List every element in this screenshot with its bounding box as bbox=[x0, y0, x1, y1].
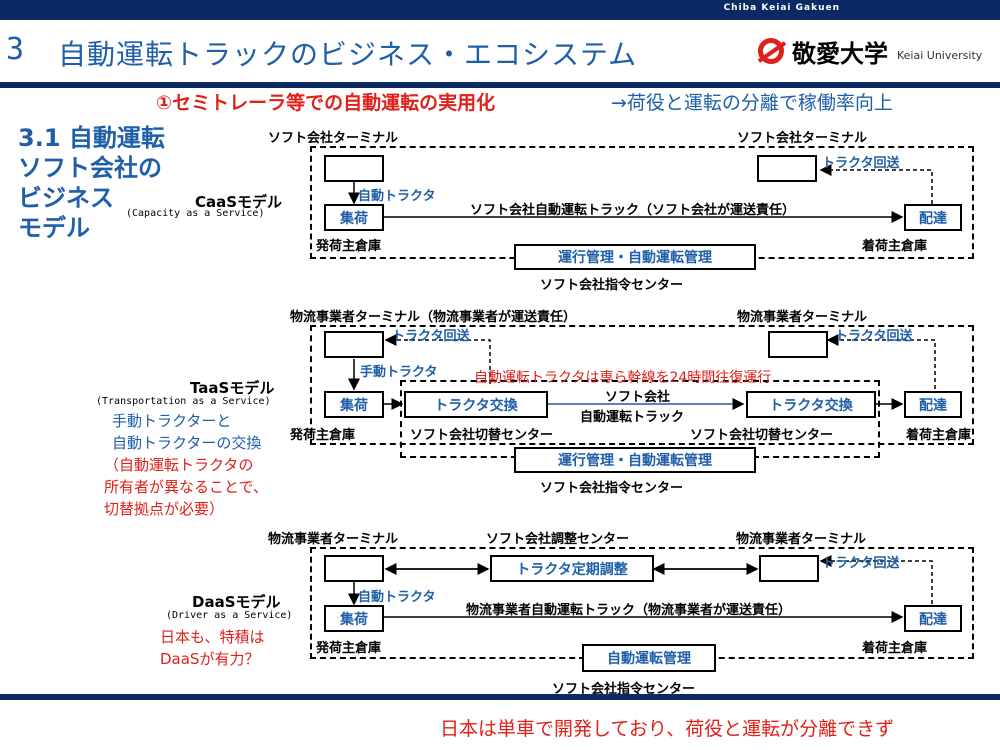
taas-note-red: （自動運転トラクタの 所有者が異なることで、 切替拠点が必要） bbox=[104, 456, 268, 518]
taas-pickup-box: 集荷 bbox=[324, 391, 384, 418]
taas-model-name: TaaSモデル bbox=[190, 379, 275, 397]
taas-red-note: 自動運転トラクタは専ら幹線を24時間往復運行 bbox=[474, 370, 772, 386]
caas-terminal-right: ソフト会社ターミナル bbox=[737, 131, 868, 146]
logo-icon bbox=[758, 38, 784, 64]
bottom-divider bbox=[0, 694, 1000, 700]
caas-return-label: トラクタ回送 bbox=[822, 156, 900, 171]
daas-return-label: トラクタ回送 bbox=[822, 556, 900, 571]
top-banner bbox=[0, 0, 1000, 20]
caas-terminal-left-box bbox=[324, 155, 384, 182]
daas-dest: 着荷主倉庫 bbox=[862, 641, 928, 656]
taas-outer-frame bbox=[310, 325, 974, 445]
taas-truck-line2: 自動運転トラック bbox=[580, 410, 685, 425]
taas-switch-right: ソフト会社切替センター bbox=[690, 428, 834, 443]
taas-terminal-left: 物流事業者ターミナル（物流事業者が運送責任） bbox=[290, 310, 577, 325]
daas-note: 日本も、特積は DaaSが有力？ bbox=[160, 628, 265, 668]
taas-switch-left: ソフト会社切替センター bbox=[410, 428, 554, 443]
caas-model-subname: (Capacity as a Service) bbox=[126, 208, 265, 219]
title-divider bbox=[0, 82, 1000, 88]
taas-exchange-left: トラクタ交換 bbox=[404, 391, 548, 418]
logo-text-en: Keiai University bbox=[897, 49, 983, 62]
daas-terminal-left-box bbox=[324, 555, 384, 582]
daas-terminal-right: 物流事業者ターミナル bbox=[736, 532, 867, 547]
daas-delivery-box: 配達 bbox=[904, 605, 962, 632]
title-number: 3 bbox=[6, 32, 25, 67]
taas-dest: 着荷主倉庫 bbox=[906, 428, 972, 443]
taas-return-right: トラクタ回送 bbox=[835, 329, 913, 344]
daas-center: ソフト会社指令センター bbox=[552, 682, 696, 697]
daas-tractor-label: 自動トラクタ bbox=[358, 590, 436, 605]
taas-terminal-right: 物流事業者ターミナル bbox=[737, 310, 868, 325]
caas-model-name: CaaSモデル bbox=[195, 193, 283, 211]
caas-dest: 着荷主倉庫 bbox=[862, 239, 928, 254]
taas-center: ソフト会社指令センター bbox=[540, 481, 684, 496]
daas-pickup-box: 集荷 bbox=[324, 605, 384, 632]
caas-center: ソフト会社指令センター bbox=[540, 278, 684, 293]
section-title: 3.1 自動運転 ソフト会社の ビジネス モデル bbox=[18, 124, 165, 242]
daas-adjust-center: ソフト会社調整センター bbox=[486, 532, 630, 547]
caas-origin: 発荷主倉庫 bbox=[316, 239, 382, 254]
taas-truck-line1: ソフト会社 bbox=[605, 390, 671, 405]
daas-adjust-box: トラクタ定期調整 bbox=[490, 555, 654, 582]
caas-truck-label: ソフト会社自動運転トラック（ソフト会社が運送責任） bbox=[470, 203, 796, 218]
taas-tractor-label: 手動トラクタ bbox=[360, 365, 438, 380]
daas-model-subname: (Driver as a Service) bbox=[166, 610, 293, 621]
caas-terminal-right-box bbox=[757, 155, 817, 182]
daas-model-name: DaaSモデル bbox=[192, 593, 281, 611]
caas-delivery-box: 配達 bbox=[904, 204, 962, 231]
taas-terminal-left-box bbox=[324, 331, 384, 358]
caas-mgmt-box: 運行管理・自動運転管理 bbox=[514, 244, 756, 270]
page-title: 自動運転トラックのビジネス・エコシステム bbox=[58, 38, 638, 71]
footer-text: 日本は単車で開発しており、荷役と運転が分離できず bbox=[440, 718, 895, 740]
caas-terminal-left: ソフト会社ターミナル bbox=[268, 131, 399, 146]
taas-note-blue: 手動トラクターと 自動トラクターの交換 bbox=[112, 412, 262, 452]
daas-mgmt-box: 自動運転管理 bbox=[582, 644, 716, 672]
daas-terminal-right-box bbox=[759, 555, 819, 582]
daas-terminal-left: 物流事業者ターミナル bbox=[268, 532, 399, 547]
subtitle-red: ①セミトレーラ等での自動運転の実用化 bbox=[156, 92, 496, 114]
taas-model-subname: (Transportation as a Service) bbox=[96, 396, 271, 407]
daas-truck-label: 物流事業者自動運転トラック（物流事業者が運送責任） bbox=[466, 603, 792, 618]
taas-mgmt-box: 運行管理・自動運転管理 bbox=[514, 447, 756, 473]
caas-pickup-box: 集荷 bbox=[324, 204, 384, 231]
taas-delivery-box: 配達 bbox=[904, 391, 962, 418]
subtitle-blue: →荷役と運転の分離で稼働率向上 bbox=[611, 92, 893, 114]
logo-text-jp: 敬愛大学 bbox=[792, 40, 888, 68]
taas-terminal-right-box bbox=[768, 331, 828, 358]
taas-exchange-right: トラクタ交換 bbox=[746, 391, 876, 418]
daas-origin: 発荷主倉庫 bbox=[316, 641, 382, 656]
caas-tractor-label: 自動トラクタ bbox=[358, 189, 436, 204]
taas-return-left: トラクタ回送 bbox=[392, 329, 470, 344]
taas-origin: 発荷主倉庫 bbox=[290, 428, 356, 443]
brand-text: Chiba Keiai Gakuen bbox=[723, 3, 840, 13]
